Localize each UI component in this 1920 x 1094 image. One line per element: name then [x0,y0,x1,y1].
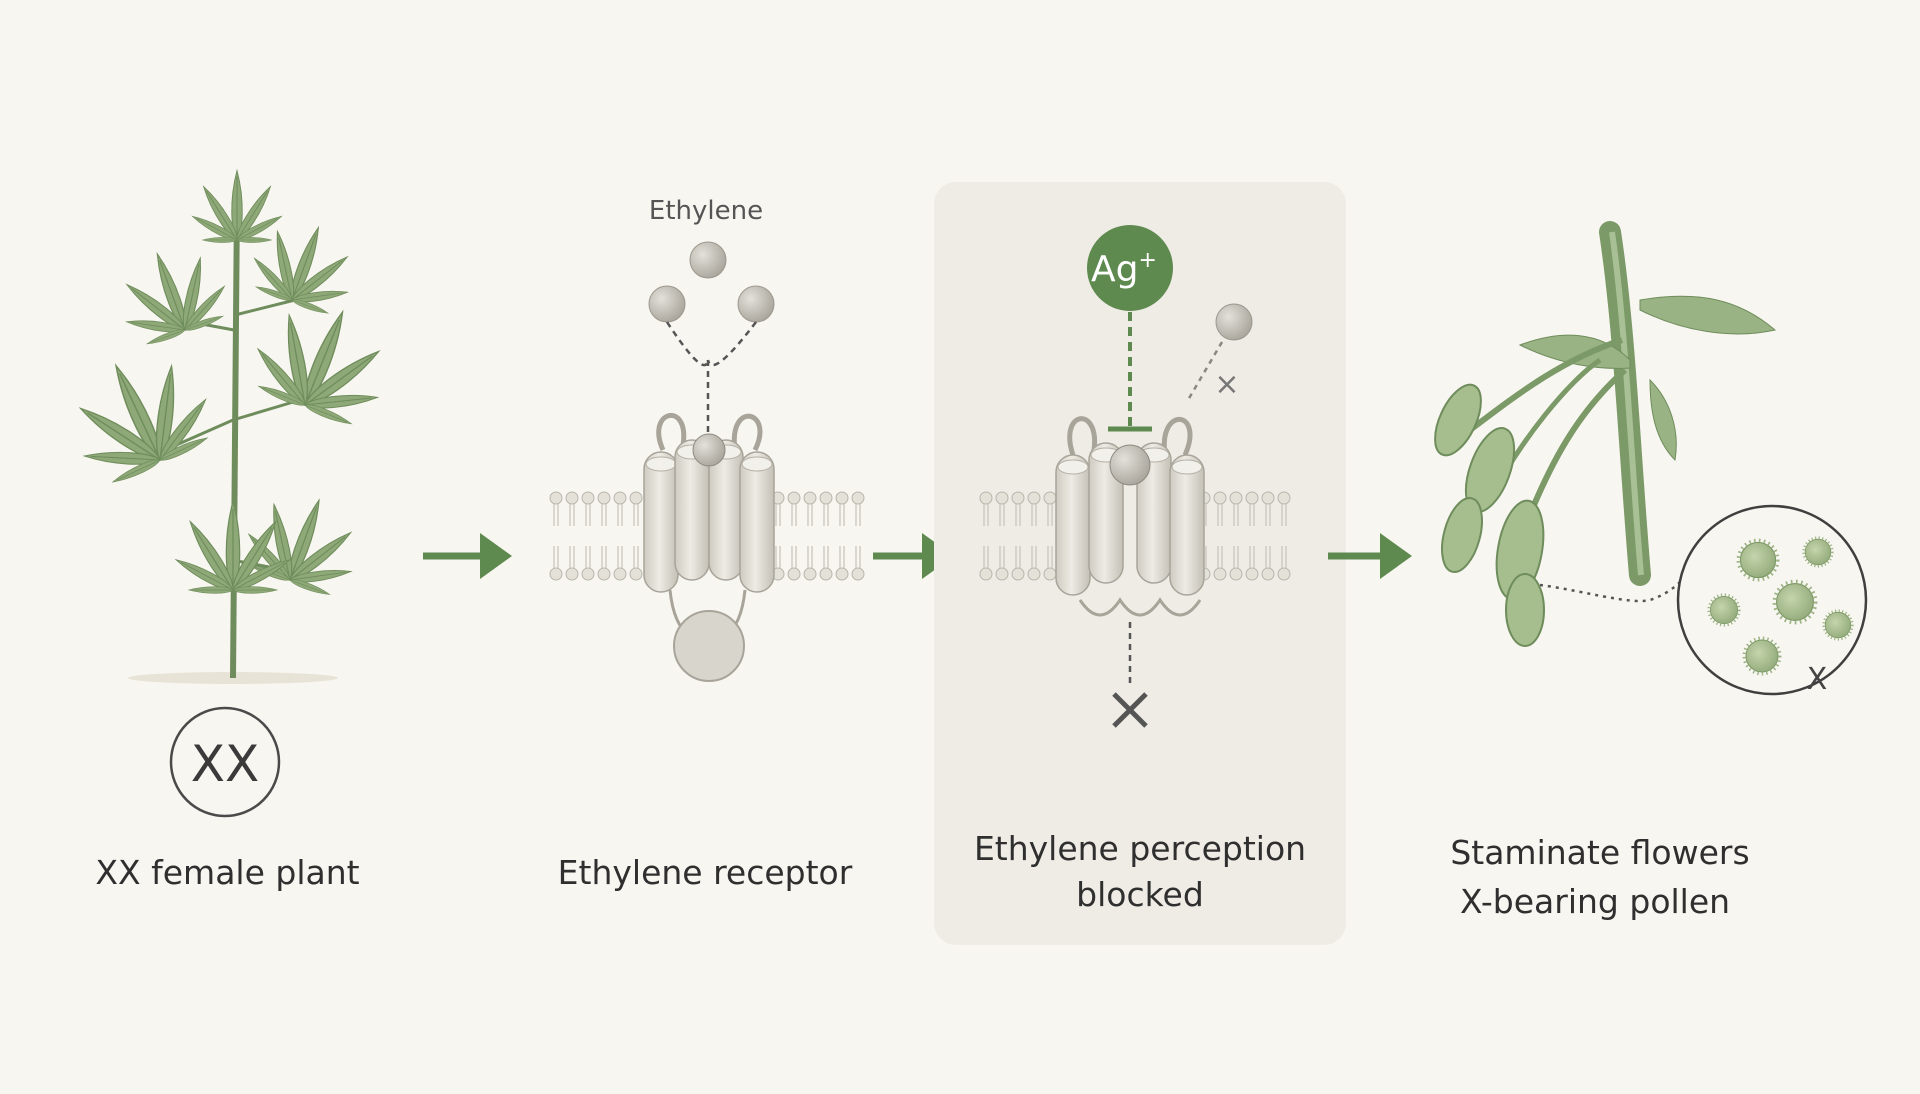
ion-charge: + [1139,248,1157,273]
membrane-left [549,491,643,581]
step-label-ethylene-receptor: Ethylene receptor [557,853,853,892]
ethylene-molecule-label: Ethylene [649,196,763,226]
cannabis-plant-icon [53,171,404,684]
signal-blocked-x-icon [1112,692,1148,728]
genotype-badge: XX [169,706,281,818]
arrow-3 [1328,533,1412,579]
svg-text:Ag+: Ag+ [1091,248,1157,290]
silver-ion-icon: Ag+ [1087,225,1173,311]
staminate-flowers-icon [1434,221,1777,647]
step-label-female-plant: XX female plant [95,853,360,892]
ethylene-molecule-icon [648,241,775,432]
step-label-pollen: X-bearing pollen [1459,882,1731,921]
step-label-staminate-flowers: Staminate flowers [1450,833,1750,872]
ion-symbol: Ag [1091,249,1138,290]
pollen-magnified-icon: X [1676,504,1868,697]
arrow-1 [423,533,512,579]
step-label-perception-blocked-line2: blocked [1076,875,1204,914]
step-label-perception-blocked-line1: Ethylene perception [973,829,1307,868]
pollen-callout-line [1539,559,1697,603]
pollen-x-mark: X [1807,662,1828,697]
ethylene-receptor-diagram: Ethylene [549,196,865,682]
binding-blocked-mark: × [1214,367,1239,402]
membrane-right [771,491,865,581]
blocked-receptor-diagram: Ag+ × [979,225,1291,728]
genotype-text: XX [191,735,260,793]
ethylene-molecule-icon [1215,303,1253,341]
